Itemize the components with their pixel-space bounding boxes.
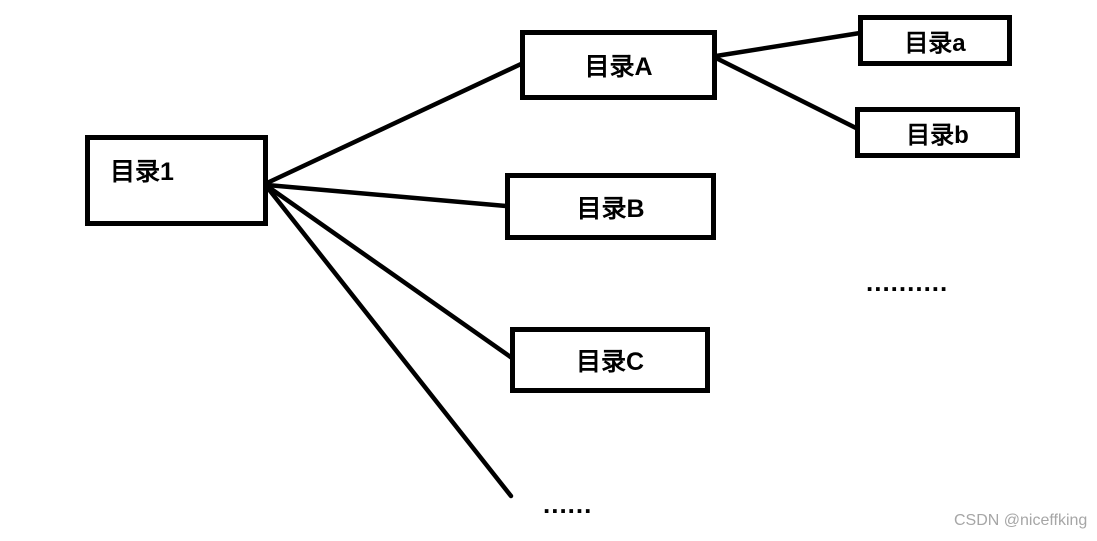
node-directory-a-label: 目录a bbox=[904, 30, 966, 57]
ellipsis-more-grandchildren: .......... bbox=[866, 267, 949, 297]
node-directory-A: 目录A bbox=[520, 30, 717, 100]
node-directory-C: 目录C bbox=[510, 327, 710, 393]
connector-root-to-B bbox=[264, 182, 509, 209]
connector-root-to-ellipsis bbox=[264, 184, 514, 499]
node-directory-b: 目录b bbox=[855, 107, 1020, 158]
connector-A-to-a bbox=[713, 30, 863, 59]
connector-root-to-C bbox=[264, 183, 515, 361]
node-directory-B: 目录B bbox=[505, 173, 716, 240]
node-directory-a: 目录a bbox=[858, 15, 1012, 66]
node-directory-b-label: 目录b bbox=[906, 122, 969, 149]
watermark-text: CSDN @niceffking bbox=[954, 512, 1088, 529]
ellipsis-more-children: ...... bbox=[543, 489, 593, 519]
node-directory-A-label: 目录A bbox=[584, 53, 653, 81]
node-directory-1: 目录1 bbox=[85, 135, 268, 226]
connector-A-to-b bbox=[713, 55, 861, 132]
connector-root-to-A bbox=[264, 61, 524, 186]
node-directory-1-label: 目录1 bbox=[110, 158, 174, 186]
node-directory-B-label: 目录B bbox=[576, 194, 645, 223]
node-directory-C-label: 目录C bbox=[575, 348, 645, 376]
